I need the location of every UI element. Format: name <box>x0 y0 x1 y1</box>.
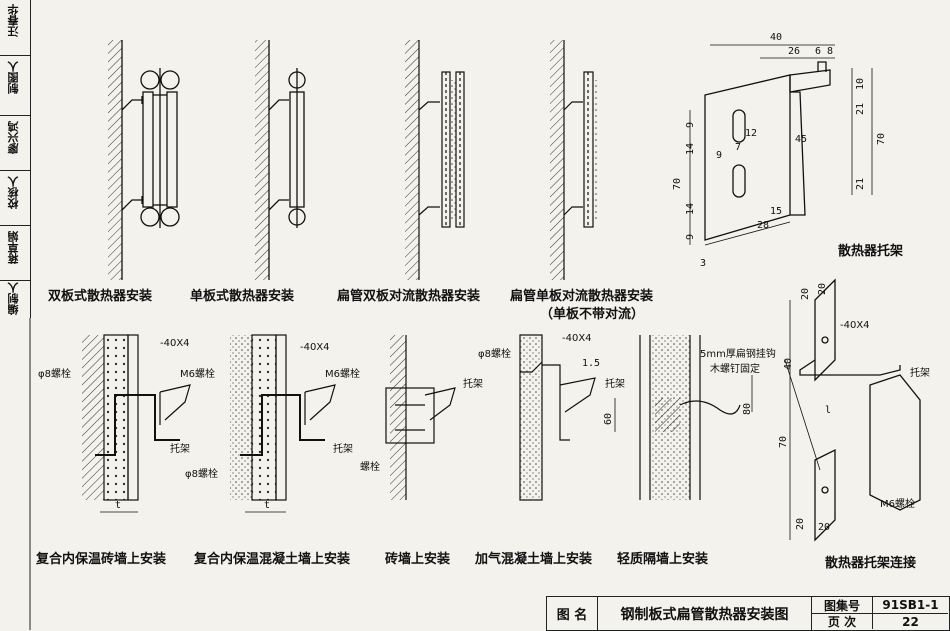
dim-28: 28 <box>757 220 770 231</box>
conn-flat: -40X4 <box>840 320 870 331</box>
dim-26: 26 <box>788 46 801 57</box>
label-partition: 轻质隔墙上安装 <box>617 552 709 567</box>
atlas-number: 91SB1-1 <box>873 597 948 614</box>
ann-bracket-b: 托架 <box>333 444 353 455</box>
ann-hook-1: 5mm厚扁钢挂钩 <box>700 349 776 360</box>
dim-15: 15 <box>770 206 783 217</box>
dim-70r: 70 <box>876 132 887 145</box>
dim-45: 45 <box>795 134 808 145</box>
fig-double-panel <box>108 40 180 280</box>
conn-20b: 20 <box>817 282 828 295</box>
signoff-cell-drafter: 制图人 <box>0 55 30 116</box>
label-double-panel: 双板式散热器安装 <box>48 289 153 304</box>
ann-bracket-d: 托架 <box>605 379 625 390</box>
label-flat-double: 扁管双板对流散热器安装 <box>337 289 481 304</box>
label-composite-brick: 复合内保温砖墙上安装 <box>36 552 167 567</box>
conn-40: 40 <box>783 357 794 370</box>
dim-14b: 14 <box>685 202 696 215</box>
ann-hook-2: 木螺钉固定 <box>710 364 760 375</box>
label-aerated: 加气混凝土墙上安装 <box>475 552 593 567</box>
ann-bolt-c: 螺栓 <box>360 462 380 473</box>
fig-bracket-conn <box>784 278 921 542</box>
label-single-panel: 单板式散热器安装 <box>190 289 295 304</box>
ann-phi8-d: φ8螺栓 <box>478 349 511 360</box>
dim-14a: 14 <box>685 142 696 155</box>
dim-40: 40 <box>770 32 783 43</box>
page-number: 22 <box>902 614 919 629</box>
conn-bracket: 托架 <box>910 368 930 379</box>
fig-composite-brick <box>82 334 191 513</box>
ann-flat-a: -40X4 <box>160 338 190 349</box>
dim-21b: 21 <box>855 177 866 190</box>
fig-flat-single <box>550 40 598 280</box>
fig-aerated <box>519 334 596 501</box>
conn-20a: 20 <box>800 287 811 300</box>
fig-partition <box>614 335 753 500</box>
label-flat-single: 扁管单板对流散热器安装 <box>510 289 654 304</box>
dim-9c: 9 <box>685 233 696 240</box>
label-brick: 砖墙上安装 <box>385 552 451 567</box>
conn-m6: M6螺栓 <box>880 499 915 510</box>
signoff-cell-editor-name: 蒋草娟 <box>0 225 30 281</box>
fig-single-panel <box>255 40 306 280</box>
signoff-cell-drafter-name: 汪春华 <box>0 0 30 56</box>
dim-70l: 70 <box>672 177 683 190</box>
fig-composite-concrete <box>230 334 336 513</box>
label-flat-single-note: （单板不带对流） <box>540 307 645 322</box>
dim-6: 6 <box>815 46 822 57</box>
label-bracket: 散热器托架 <box>838 244 904 259</box>
conn-20d: 20 <box>818 522 831 533</box>
ann-t-b: t <box>264 500 271 511</box>
dim-7: 7 <box>735 142 742 153</box>
ann-bracket-c: 托架 <box>463 379 483 390</box>
signoff-cell-checker: 校核人 <box>0 170 30 226</box>
dim-12: 12 <box>745 128 758 139</box>
ann-bracket-a: 托架 <box>170 444 190 455</box>
dim-10: 10 <box>855 77 866 90</box>
fig-bracket <box>689 44 873 246</box>
title-name-label: 图 名 <box>547 597 598 631</box>
dim-9b: 9 <box>716 150 723 161</box>
ann-flat-d: -40X4 <box>562 333 592 344</box>
signoff-column: 汪春华 制图人 廖兴鸿 校核人 蒋草娟 编制人 <box>0 0 31 318</box>
ann-t-a: t <box>115 500 122 511</box>
ann-80: 80 <box>742 402 753 415</box>
ann-15: 1.5 <box>582 358 601 369</box>
ann-phi8-a: φ8螺栓 <box>38 369 71 380</box>
ann-phi8-b: φ8螺栓 <box>185 469 218 480</box>
atlas-label: 图集号 <box>812 597 873 614</box>
title-block: 图 名 钢制板式扁管散热器安装图 图集号 91SB1-1 页 次 22 <box>546 596 950 631</box>
ann-m6-b: M6螺栓 <box>325 369 360 380</box>
signoff-cell-checker-name: 廖兴鸿 <box>0 115 30 171</box>
page-label: 页 次 <box>812 614 873 629</box>
fig-brick <box>385 335 456 500</box>
dim-9a: 9 <box>685 121 696 128</box>
fig-flat-double <box>405 40 465 280</box>
conn-70: 70 <box>778 435 789 448</box>
ann-flat-b: -40X4 <box>300 342 330 353</box>
conn-20c: 20 <box>795 517 806 530</box>
dim-3: 3 <box>700 258 707 269</box>
dim-8: 8 <box>827 46 834 57</box>
title-text: 钢制板式扁管散热器安装图 <box>598 597 812 631</box>
conn-l: l <box>825 405 832 416</box>
dim-21a: 21 <box>855 102 866 115</box>
label-composite-concrete: 复合内保温混凝土墙上安装 <box>194 552 351 567</box>
ann-60: 60 <box>603 412 614 425</box>
label-bracket-conn: 散热器托架连接 <box>825 556 917 571</box>
ann-m6-a: M6螺栓 <box>180 369 215 380</box>
